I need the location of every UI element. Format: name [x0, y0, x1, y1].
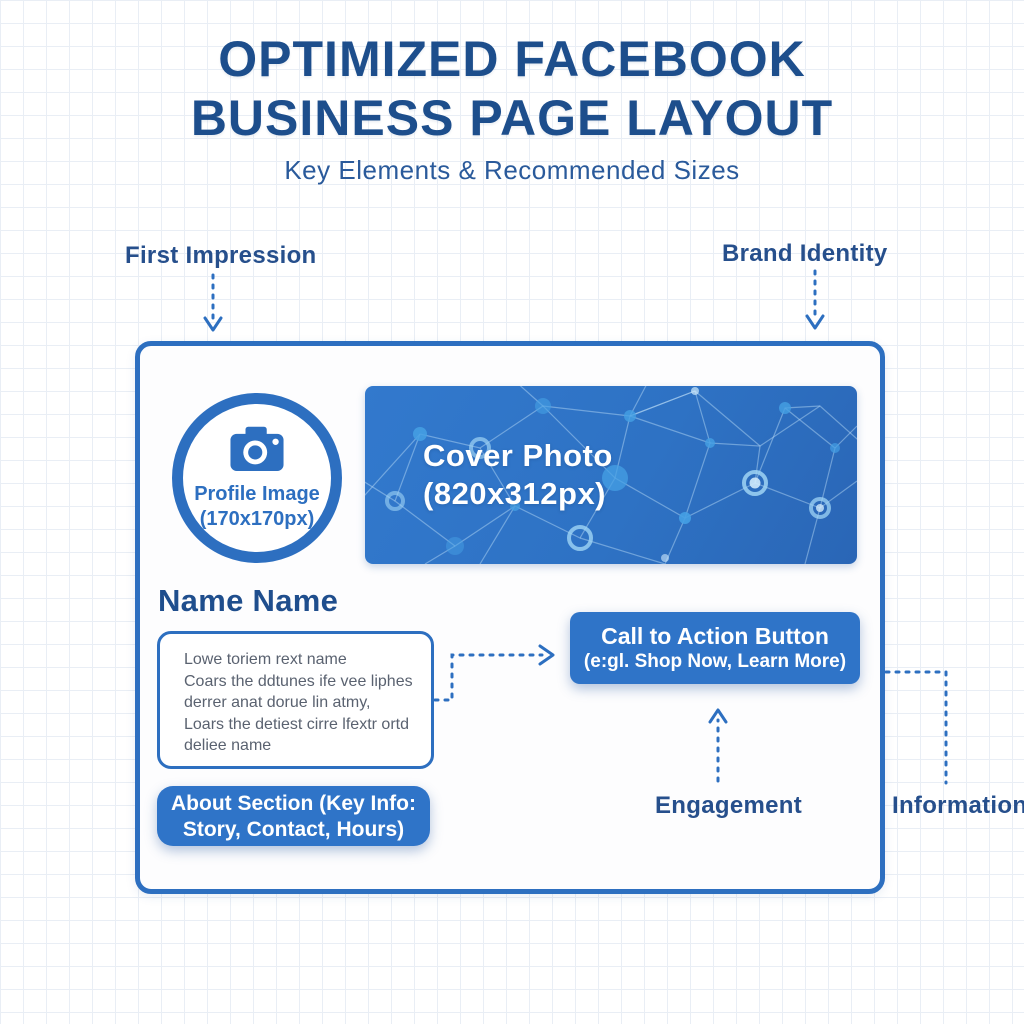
- callout-information: Information: [892, 792, 1024, 819]
- description-line: deliee name: [184, 737, 272, 754]
- profile-image-placeholder: Profile Image (170x170px): [172, 393, 342, 563]
- cta-button-sublabel: (e:gl. Shop Now, Learn More): [583, 651, 847, 672]
- arrow-desc-to-cta: [433, 644, 555, 702]
- description-line: derrer anat dorue lin atmy,: [184, 694, 371, 711]
- line-frame-to-information: [884, 670, 948, 785]
- callout-brand-identity: Brand Identity: [722, 240, 888, 267]
- page-subtitle: Key Elements & Recommended Sizes: [284, 155, 740, 185]
- callout-engagement: Engagement: [655, 792, 803, 819]
- about-button-label: About Section (Key Info:: [171, 791, 416, 817]
- call-to-action-button[interactable]: Call to Action Button (e:gl. Shop Now, L…: [570, 612, 860, 684]
- cta-button-label: Call to Action Button: [601, 623, 829, 649]
- description-line: Lowe toriem rext name: [184, 651, 347, 668]
- arrow-down-first-impression: [203, 273, 223, 332]
- description-box: Lowe toriem rext name Coars the ddtunes …: [157, 631, 434, 769]
- page-title-line1: OPTIMIZED FACEBOOK: [218, 31, 806, 87]
- cover-photo-placeholder: Cover Photo (820x312px): [365, 386, 857, 564]
- profile-image-size: (170x170px): [199, 507, 315, 530]
- arrow-down-brand-identity: [805, 269, 825, 330]
- profile-image-label: Profile Image: [194, 482, 320, 505]
- about-button-label-bold: About Section: [171, 791, 314, 815]
- about-button-label-rest: (Key Info:: [313, 791, 416, 815]
- network-pattern-graphic: [365, 386, 857, 564]
- arrow-up-engagement: [708, 708, 728, 783]
- cover-photo-label-line1: Cover Photo: [423, 438, 613, 473]
- camera-icon: [228, 425, 286, 476]
- cover-photo-label: Cover Photo (820x312px): [423, 437, 613, 513]
- callout-first-impression: First Impression: [125, 242, 317, 269]
- about-section-button[interactable]: About Section (Key Info: Story, Contact,…: [157, 786, 430, 846]
- about-button-sublabel: Story, Contact, Hours): [182, 817, 405, 841]
- page-title-line2: BUSINESS PAGE LAYOUT: [190, 90, 834, 146]
- description-line: Loars the detiest cirre lfextr ortd: [184, 715, 409, 733]
- page-name-heading: Name Name: [158, 583, 339, 618]
- page-title: OPTIMIZED FACEBOOK BUSINESS PAGE LAYOUT: [0, 30, 1024, 148]
- description-line: Coars the ddtunes ife vee liphes: [184, 672, 413, 690]
- cover-photo-size: (820x312px): [423, 476, 607, 511]
